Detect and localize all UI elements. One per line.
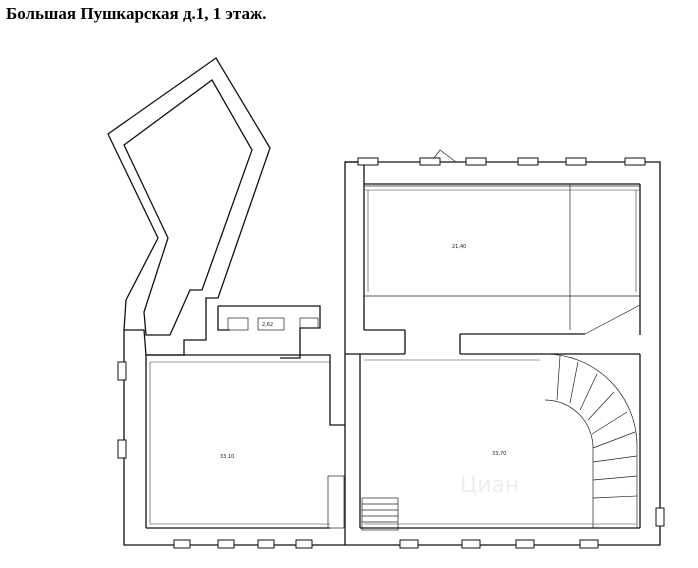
room-small-center-area: 2,62 bbox=[262, 322, 273, 328]
room-top-right: 21,40 bbox=[344, 149, 661, 355]
courtyard-outline bbox=[107, 57, 271, 356]
watermark-text: Циан bbox=[460, 473, 519, 498]
room-bottom-right: 33,70 bbox=[344, 352, 665, 549]
dimension-lines bbox=[149, 189, 640, 525]
room-bottom-left: 33,10 bbox=[117, 330, 345, 549]
room-small-center: 2,62 bbox=[217, 305, 321, 359]
page-title: Большая Пушкарская д.1, 1 этаж. bbox=[6, 4, 267, 23]
room-bottom-right-area: 33,70 bbox=[492, 451, 506, 457]
room-bottom-left-area: 33,10 bbox=[220, 454, 234, 460]
room-top-right-area: 21,40 bbox=[452, 244, 466, 250]
